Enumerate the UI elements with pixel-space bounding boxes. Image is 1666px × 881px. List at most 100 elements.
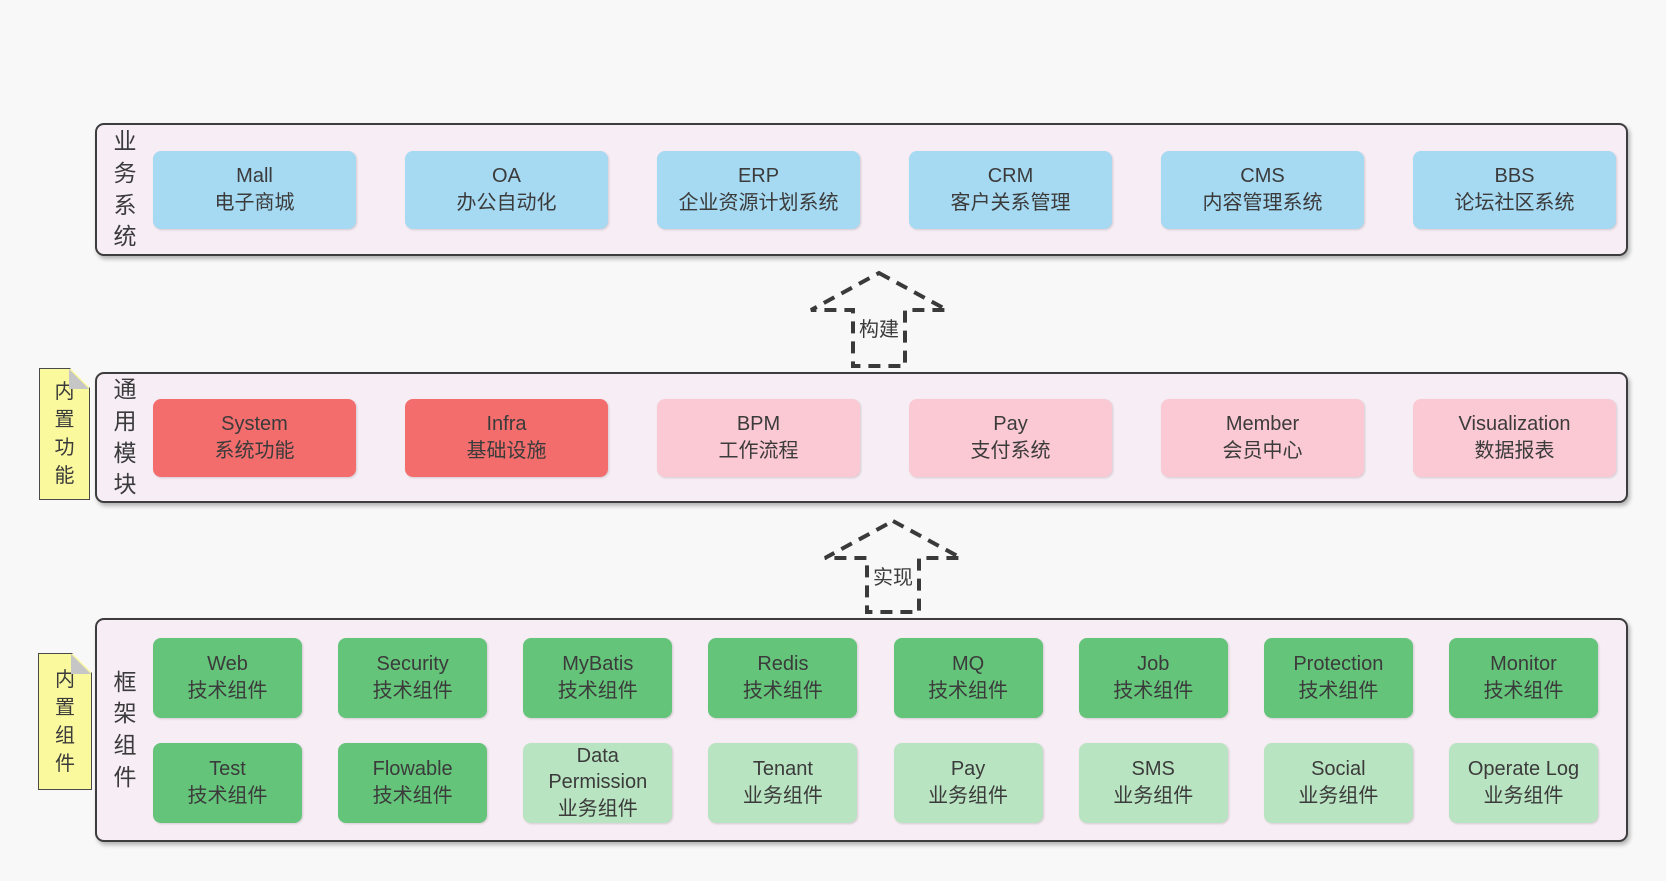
module-box-test: Test 技术组件 xyxy=(153,742,302,823)
module-title: BBS xyxy=(1494,165,1535,188)
layer-label: 框架组件 xyxy=(97,667,153,794)
module-box-sms: SMS 业务组件 xyxy=(1078,742,1228,823)
module-subtitle: 工作流程 xyxy=(718,439,799,462)
dashed-up-arrow-icon xyxy=(824,518,962,614)
dashed-up-arrow-icon xyxy=(810,270,948,368)
layer-label: 业务系统 xyxy=(97,126,153,253)
module-subtitle: 技术组件 xyxy=(557,679,638,702)
module-title: Web xyxy=(207,653,248,676)
module-title: Tenant xyxy=(752,758,813,781)
module-subtitle: 业务组件 xyxy=(1113,784,1194,807)
module-title: Operate Log xyxy=(1467,758,1580,781)
module-box-cms: CMS 内容管理系统 xyxy=(1161,150,1364,229)
module-subtitle: 技术组件 xyxy=(187,784,268,807)
module-box-monitor: Monitor 技术组件 xyxy=(1448,637,1598,718)
module-subtitle: 会员中心 xyxy=(1222,439,1303,462)
module-subtitle: 业务组件 xyxy=(1298,784,1379,807)
module-title: Infra xyxy=(486,413,527,436)
sticky-note-builtin-components: 内置组件 xyxy=(38,653,92,790)
sticky-note-text: 内置组件 xyxy=(55,668,75,775)
module-title: Flowable xyxy=(372,758,453,781)
module-subtitle: 业务组件 xyxy=(928,784,1009,807)
module-title: Member xyxy=(1225,413,1300,436)
arrow-implement-label: 实现 xyxy=(870,561,916,590)
module-box-mq: MQ 技术组件 xyxy=(893,637,1043,718)
module-subtitle: 技术组件 xyxy=(187,679,268,702)
sticky-note-text: 内置功能 xyxy=(54,381,75,487)
module-box-bbs: BBS 论坛社区系统 xyxy=(1413,150,1616,229)
module-subtitle: 系统功能 xyxy=(214,439,295,462)
module-box-mall: Mall 电子商城 xyxy=(153,150,356,229)
arrow-build: 构建 xyxy=(808,270,950,370)
module-box-data-permission: Data Permission 业务组件 xyxy=(523,742,673,823)
module-title: Job xyxy=(1137,653,1170,676)
module-subtitle: 内容管理系统 xyxy=(1202,191,1323,214)
module-subtitle: 技术组件 xyxy=(372,679,453,702)
module-title: CMS xyxy=(1240,165,1285,188)
module-title: SMS xyxy=(1131,758,1175,781)
layer-label-text: 业务系统 xyxy=(113,128,137,250)
module-title: Data Permission xyxy=(548,744,648,794)
module-title: Security xyxy=(376,653,449,676)
module-box-pay: Pay 业务组件 xyxy=(893,742,1043,823)
module-box-security: Security 技术组件 xyxy=(338,637,488,718)
module-subtitle: 业务组件 xyxy=(742,784,823,807)
module-subtitle: 技术组件 xyxy=(742,679,823,702)
module-subtitle: 技术组件 xyxy=(1483,679,1564,702)
module-subtitle: 技术组件 xyxy=(1298,679,1379,702)
module-title: Test xyxy=(209,758,246,781)
module-subtitle: 论坛社区系统 xyxy=(1454,191,1575,214)
module-box-flowable: Flowable 技术组件 xyxy=(338,742,488,823)
module-box-visualization: Visualization 数据报表 xyxy=(1413,398,1616,477)
module-subtitle: 业务组件 xyxy=(557,797,638,820)
module-box-web: Web 技术组件 xyxy=(153,637,302,718)
module-subtitle: 技术组件 xyxy=(372,784,453,807)
module-title: Visualization xyxy=(1458,413,1571,436)
module-subtitle: 技术组件 xyxy=(1113,679,1194,702)
module-box-job: Job 技术组件 xyxy=(1078,637,1228,718)
layer-label-text: 框架组件 xyxy=(113,668,137,790)
module-title: Social xyxy=(1311,758,1366,781)
module-box-infra: Infra 基础设施 xyxy=(405,398,608,477)
note-folded-corner-icon xyxy=(69,369,89,389)
module-box-bpm: BPM 工作流程 xyxy=(657,398,860,477)
module-title: BPM xyxy=(736,413,781,436)
module-subtitle: 支付系统 xyxy=(970,439,1051,462)
module-subtitle: 业务组件 xyxy=(1483,784,1564,807)
arrow-build-label: 构建 xyxy=(856,313,902,342)
module-subtitle: 电子商城 xyxy=(214,191,295,214)
module-title: Mall xyxy=(236,165,273,188)
module-subtitle: 技术组件 xyxy=(928,679,1009,702)
module-subtitle: 办公自动化 xyxy=(456,191,557,214)
module-title: MQ xyxy=(951,653,985,676)
module-title: Redis xyxy=(757,653,809,676)
module-box-member: Member 会员中心 xyxy=(1161,398,1364,477)
module-title: Pay xyxy=(950,758,986,781)
module-subtitle: 数据报表 xyxy=(1474,439,1555,462)
module-box-tenant: Tenant 业务组件 xyxy=(708,742,858,823)
note-folded-corner-icon xyxy=(71,654,91,674)
layer-label-text: 通用模块 xyxy=(113,376,137,498)
module-title: System xyxy=(221,413,288,436)
module-box-crm: CRM 客户关系管理 xyxy=(909,150,1112,229)
module-title: Protection xyxy=(1293,653,1384,676)
module-subtitle: 基础设施 xyxy=(466,439,547,462)
module-title: Monitor xyxy=(1490,653,1557,676)
layer-label: 通用模块 xyxy=(97,374,153,501)
module-title: CRM xyxy=(987,165,1034,188)
module-box-operate-log: Operate Log 业务组件 xyxy=(1448,742,1598,823)
module-subtitle: 客户关系管理 xyxy=(950,191,1071,214)
